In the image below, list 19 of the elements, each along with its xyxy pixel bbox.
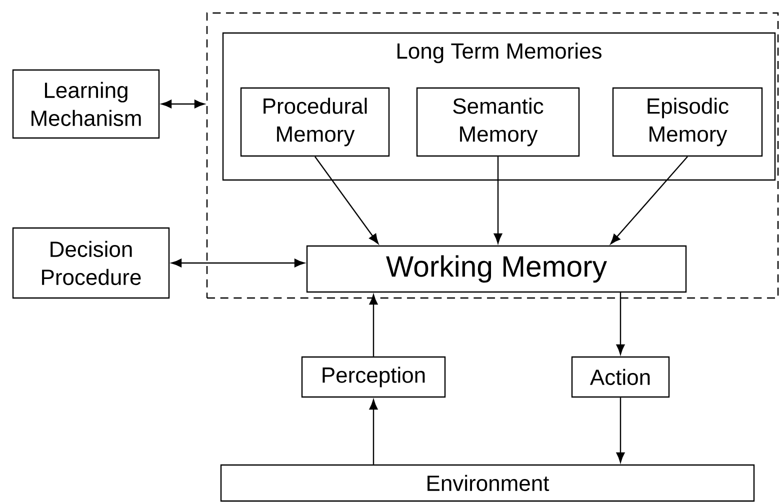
process-box: Action [571,356,670,398]
arrow [616,398,625,463]
memory-box: Semantic Memory [416,87,580,157]
arrow [494,156,502,244]
arrow [171,258,305,268]
arrow [610,156,688,244]
process-box: Learning Mechanism [12,69,160,139]
process-box: Decision Procedure [12,227,170,299]
working-memory-box: Working Memory [306,245,687,293]
process-box: Perception [301,356,446,398]
memory-box: Episodic Memory [612,87,763,157]
memory-box: Procedural Memory [240,87,390,157]
arrow [369,399,378,464]
arrow [314,156,379,244]
arrow [161,100,205,108]
environment-box: Environment [220,464,755,502]
dashed-region [206,12,779,299]
arrow [616,292,625,355]
arrow [369,294,378,356]
